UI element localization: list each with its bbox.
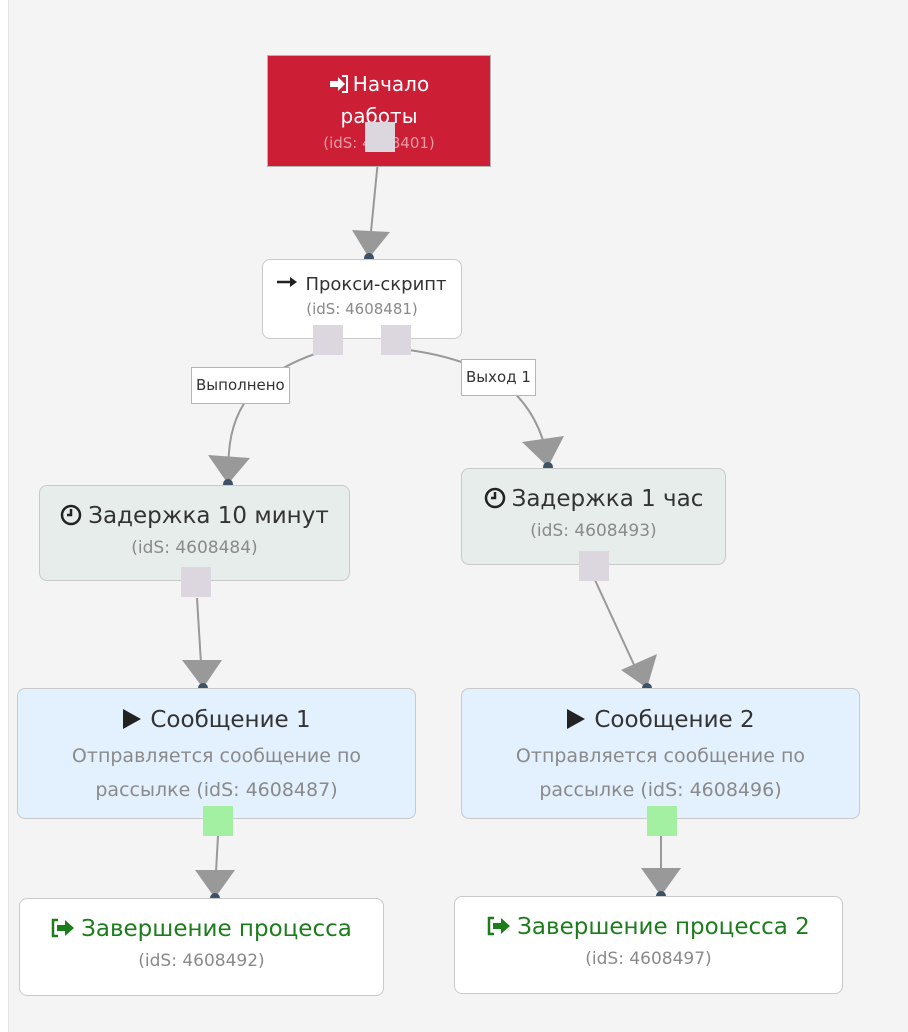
proxy-node-id: (idS: 4608481) <box>306 300 418 318</box>
delay1h-id: (idS: 4608493) <box>530 521 657 541</box>
delay1h-title-wrap: Задержка 1 час <box>462 483 725 515</box>
play-icon <box>123 709 142 729</box>
edge-label-exit1: Выход 1 <box>461 359 536 396</box>
msg2-output-port[interactable] <box>647 806 677 836</box>
start-output-port[interactable] <box>365 122 395 152</box>
workflow-canvas[interactable]: Начало работы (idS: 4608401) Прокси-скри… <box>8 0 908 1032</box>
proxy-output-port-done[interactable] <box>313 325 343 355</box>
clock-icon <box>61 504 82 526</box>
sign-in-icon <box>329 75 348 93</box>
arrowhead <box>208 455 250 484</box>
sign-out-icon <box>51 918 75 938</box>
delay10-title-wrap: Задержка 10 минут <box>40 500 349 532</box>
proxy-script-node[interactable]: Прокси-скрипт (idS: 4608481) <box>262 259 462 339</box>
delay10-id: (idS: 4608484) <box>131 538 258 558</box>
msg1-output-port[interactable] <box>203 806 233 836</box>
arrow-right-icon <box>277 277 298 287</box>
delay10-output-port[interactable] <box>181 567 211 597</box>
end1-id: (idS: 4608492) <box>138 951 265 971</box>
msg1-title-wrap: Сообщение 1 <box>18 703 415 737</box>
delay1h-output-port[interactable] <box>579 551 609 581</box>
delay10-title: Задержка 10 минут <box>88 503 329 529</box>
proxy-node-title-wrap: Прокси-скрипт <box>263 272 461 298</box>
arrowhead <box>195 870 235 898</box>
connector-layer <box>182 149 681 903</box>
start-node-title-wrap: Начало работы <box>268 68 490 132</box>
msg1-description: Отправляется сообщение по рассылке (idS:… <box>71 745 362 801</box>
message-2-node[interactable]: Сообщение 2 Отправляется сообщение по ра… <box>461 688 860 819</box>
end-process-1-node[interactable]: Завершение процесса (idS: 4608492) <box>19 898 384 996</box>
arrowhead <box>621 654 657 688</box>
delay-1-hour-node[interactable]: Задержка 1 час (idS: 4608493) <box>461 468 726 565</box>
end-process-2-node[interactable]: Завершение процесса 2 (idS: 4608497) <box>454 896 843 994</box>
end2-id: (idS: 4608497) <box>585 949 712 969</box>
msg2-title-wrap: Сообщение 2 <box>462 703 859 737</box>
end1-title-wrap: Завершение процесса <box>20 913 383 945</box>
sign-out-icon <box>487 916 511 936</box>
arrowhead <box>352 230 390 258</box>
play-icon <box>567 709 586 729</box>
delay1h-title: Задержка 1 час <box>511 486 704 512</box>
end2-title-wrap: Завершение процесса 2 <box>455 911 842 943</box>
msg2-title: Сообщение 2 <box>594 707 755 733</box>
msg2-description: Отправляется сообщение по рассылке (idS:… <box>515 745 806 801</box>
start-node-title: Начало работы <box>340 72 430 128</box>
msg1-title: Сообщение 1 <box>150 707 311 733</box>
clock-icon <box>484 487 505 509</box>
arrowhead <box>522 436 564 467</box>
connector-delay1h-msg2 <box>594 579 642 681</box>
edge-label-done: Выполнено <box>191 367 290 404</box>
proxy-output-port-exit1[interactable] <box>381 325 411 355</box>
proxy-node-title: Прокси-скрипт <box>305 274 447 295</box>
message-1-node[interactable]: Сообщение 1 Отправляется сообщение по ра… <box>17 688 416 819</box>
end1-title: Завершение процесса <box>81 916 352 942</box>
delay-10-min-node[interactable]: Задержка 10 минут (idS: 4608484) <box>39 485 350 581</box>
end2-title: Завершение процесса 2 <box>517 914 810 940</box>
arrowhead <box>641 868 681 896</box>
arrowhead <box>182 660 222 688</box>
